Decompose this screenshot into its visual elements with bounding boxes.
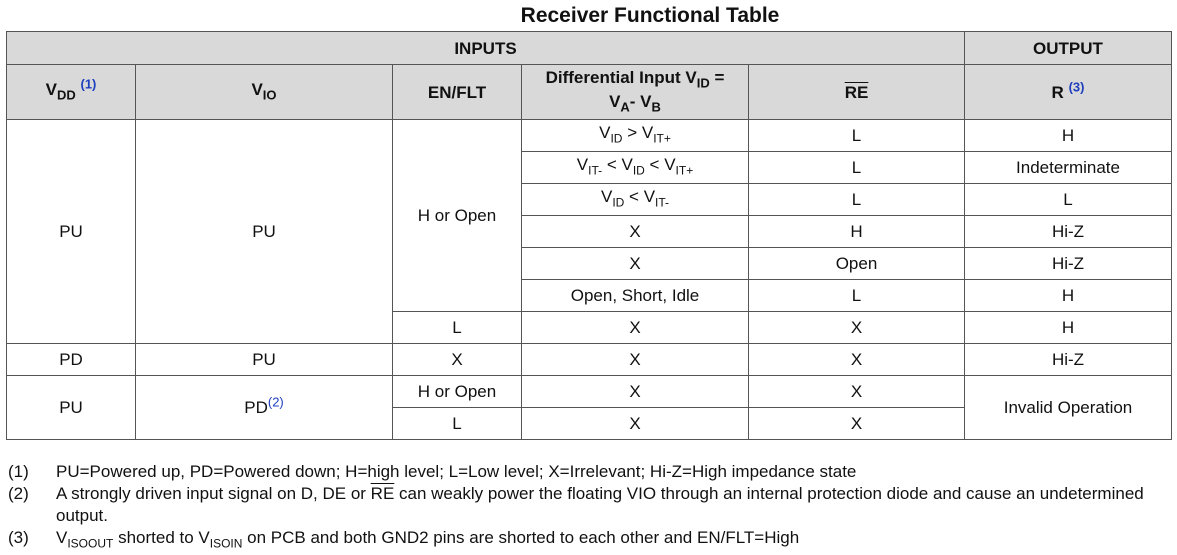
re-cell: L (748, 279, 965, 312)
re-cell: L (748, 151, 965, 184)
en-flt-cell: L (392, 407, 522, 440)
footnote-ref-1[interactable]: (1) (80, 76, 97, 92)
footnotes: (1) PU=Powered up, PD=Powered down; H=hi… (8, 461, 1168, 554)
footnote-1: (1) PU=Powered up, PD=Powered down; H=hi… (8, 462, 857, 481)
vdd-header: VDD (1) (6, 64, 136, 120)
differential-input-header: Differential Input VID =VA- VB (521, 64, 749, 120)
re-cell: X (748, 311, 965, 344)
re-cell: L (748, 183, 965, 216)
r-header: R (3) (964, 64, 1172, 120)
output-header: OUTPUT (964, 31, 1172, 65)
vid-cell: X (521, 343, 749, 376)
vid-cell: Open, Short, Idle (521, 279, 749, 312)
footnote-ref-2[interactable]: (2) (267, 394, 284, 410)
table-row: L X X (7, 407, 1172, 440)
re-cell: Open (748, 247, 965, 280)
table-row: X Open Hi-Z (7, 247, 1172, 280)
table-row: Open, Short, Idle L H (7, 279, 1172, 312)
r-cell: L (964, 183, 1172, 216)
table-row: L X X H (7, 311, 1172, 344)
receiver-functional-table: INPUTS OUTPUT VDD (1) VIO EN/FLT Differe… (6, 31, 1172, 440)
vid-cell: X (521, 407, 749, 440)
r-cell: H (964, 119, 1172, 152)
re-cell: X (748, 407, 965, 440)
re-cell: X (748, 375, 965, 408)
en-flt-header: EN/FLT (392, 64, 522, 120)
vio-cell: PU (135, 119, 393, 344)
r-cell: H (964, 279, 1172, 312)
vid-cell: X (521, 215, 749, 248)
r-cell: Hi-Z (964, 343, 1172, 376)
vid-cell: VIT- < VID < VIT+ (521, 151, 749, 184)
table-row: PU PD(2) H or Open X X Invalid Operation (6, 375, 1172, 440)
inputs-header: INPUTS (6, 31, 965, 65)
re-header: RE (748, 64, 965, 120)
vio-cell: PU (135, 343, 393, 376)
footnote-2: (2) A strongly driven input signal on D,… (8, 484, 1144, 525)
vid-cell: VID > VIT+ (521, 119, 749, 152)
header-row-columns: VDD (1) VIO EN/FLT Differential Input VI… (6, 64, 1172, 120)
r-cell: Hi-Z (964, 215, 1172, 248)
re-cell: H (748, 215, 965, 248)
en-flt-cell: L (392, 311, 522, 344)
re-cell: X (748, 343, 965, 376)
vid-cell: X (521, 311, 749, 344)
header-row-groups: INPUTS OUTPUT (6, 31, 1172, 65)
footnote-3: (3) VISOOUT shorted to VISOIN on PCB and… (8, 528, 800, 551)
table-title: Receiver Functional Table (520, 4, 780, 27)
r-cell: Hi-Z (964, 247, 1172, 280)
table-row: VID < VIT- L L (7, 183, 1172, 216)
vid-cell: VID < VIT- (521, 183, 749, 216)
en-flt-cell: X (392, 343, 522, 376)
table-row: VIT- < VID < VIT+ L Indeterminate (7, 151, 1172, 184)
r-cell: Invalid Operation (964, 375, 1172, 440)
table-row: X H Hi-Z (7, 215, 1172, 248)
en-flt-cell: H or Open (392, 375, 522, 408)
vio-cell: PD(2) (135, 375, 393, 440)
r-cell: H (964, 311, 1172, 344)
vid-cell: X (521, 375, 749, 408)
re-cell: L (748, 119, 965, 152)
footnote-ref-3[interactable]: (3) (1068, 78, 1085, 94)
r-cell: Indeterminate (964, 151, 1172, 184)
vdd-cell: PU (6, 119, 136, 344)
table-row: PD PU X X X Hi-Z (6, 343, 1172, 376)
en-flt-cell: H or Open (392, 119, 522, 312)
vdd-cell: PD (6, 343, 136, 376)
vid-cell: X (521, 247, 749, 280)
table-row: PU PU H or Open VID > VIT+ L H (6, 119, 1172, 344)
vio-header: VIO (135, 64, 393, 120)
vdd-cell: PU (6, 375, 136, 440)
